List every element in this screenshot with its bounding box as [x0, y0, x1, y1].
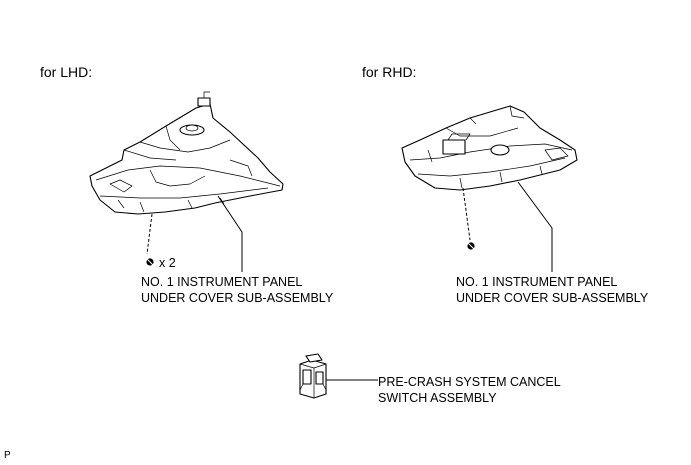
switch-label-line1: PRE-CRASH SYSTEM CANCEL [378, 375, 561, 389]
lhd-heading: for LHD: [40, 64, 93, 80]
rhd-screw-dashed-line [462, 187, 471, 241]
rhd-part-label-line2: UNDER COVER SUB-ASSEMBLY [456, 291, 649, 305]
rhd-heading: for RHD: [362, 64, 417, 80]
lhd-under-cover-illustration [89, 91, 284, 215]
corner-mark: P [4, 450, 11, 461]
rhd-under-cover-illustration [401, 105, 578, 191]
pre-crash-switch-illustration [299, 353, 327, 399]
rhd-part-leader-line [517, 181, 553, 272]
lhd-screw-icon [145, 257, 155, 267]
lhd-part-label-line1: NO. 1 INSTRUMENT PANEL [141, 275, 303, 289]
rhd-screw-icon [466, 241, 476, 251]
lhd-part-label-line2: UNDER COVER SUB-ASSEMBLY [141, 291, 334, 305]
lhd-screw-dashed-line [146, 213, 153, 255]
lhd-screw-quantity: x 2 [159, 256, 176, 270]
switch-label-line2: SWITCH ASSEMBLY [378, 391, 497, 405]
rhd-part-label-line1: NO. 1 INSTRUMENT PANEL [456, 275, 618, 289]
lhd-part-leader-line [217, 195, 243, 272]
